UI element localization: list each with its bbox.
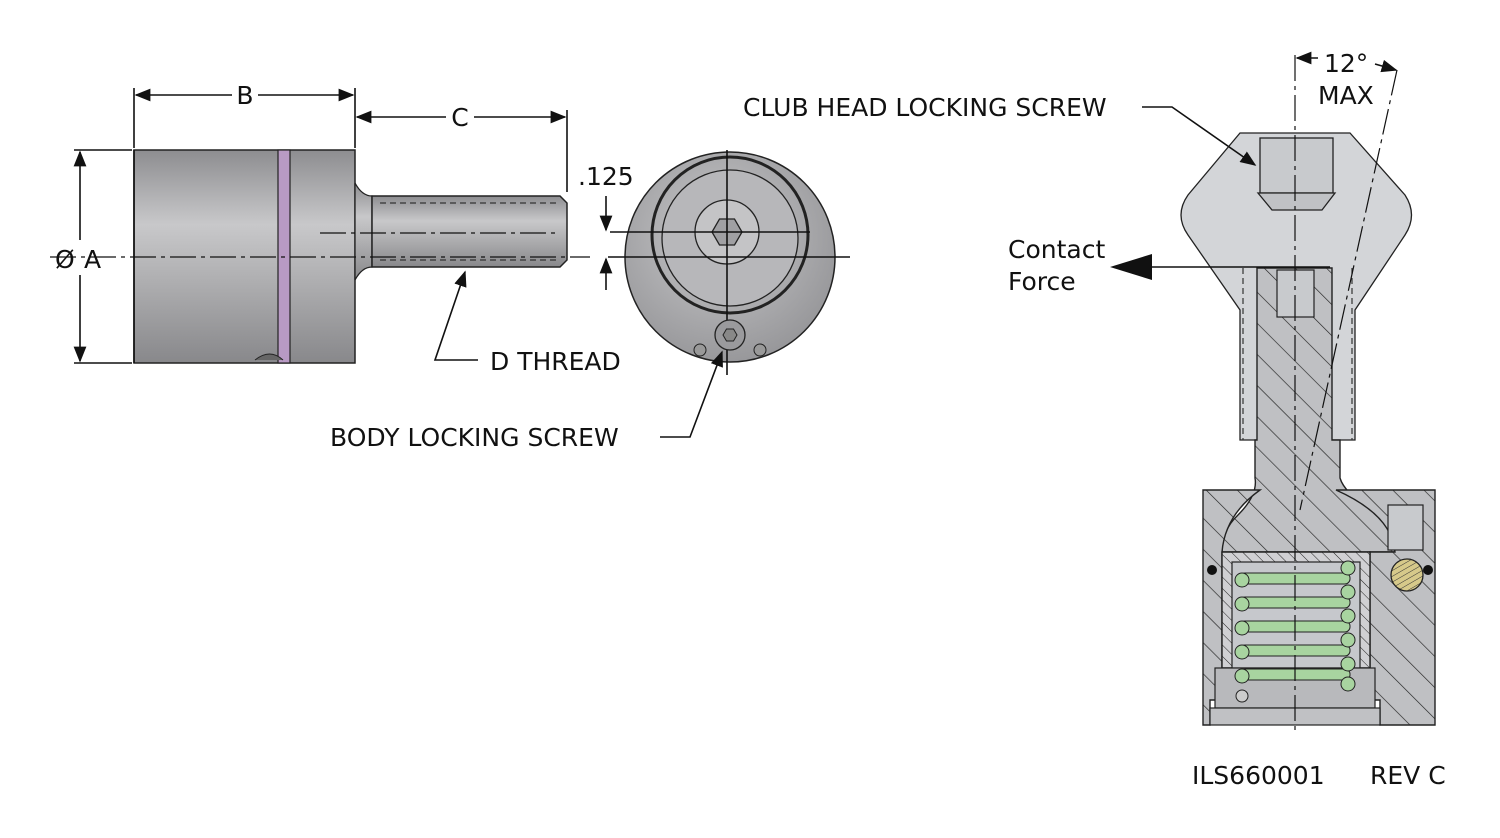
offset-dim-label: .125 xyxy=(578,162,634,191)
angle-max-label: MAX xyxy=(1318,81,1374,110)
end-view: .125 BODY LOCKING SCREW xyxy=(330,150,850,452)
tilt-centerline xyxy=(1299,69,1398,511)
spring xyxy=(1234,560,1356,703)
angle-value: 12° xyxy=(1324,49,1368,78)
dim-b-label: B xyxy=(236,81,253,110)
dim-c-label: C xyxy=(451,103,468,132)
contact-force-arrow-icon xyxy=(1110,254,1152,280)
part-number: ILS660001 xyxy=(1192,761,1325,790)
section-view: 12° MAX CLUB HEAD LOCKING SCREW Contact … xyxy=(743,49,1436,735)
d-thread-label: D THREAD xyxy=(490,347,621,376)
housing-left xyxy=(1202,489,1263,726)
body-locking-screw-label: BODY LOCKING SCREW xyxy=(330,423,619,452)
side-view: B C Ø A D THREAD xyxy=(50,81,621,376)
contact-force-label-line2: Force xyxy=(1008,267,1076,296)
diameter-symbol: Ø xyxy=(55,245,75,274)
detent-ball xyxy=(1390,558,1424,592)
body-screw-slot xyxy=(254,353,284,361)
revision: REV C xyxy=(1370,761,1446,790)
club-head-locking-screw-label: CLUB HEAD LOCKING SCREW xyxy=(743,93,1107,122)
threaded-shaft xyxy=(371,195,568,268)
dim-a-label: A xyxy=(84,245,101,274)
neck xyxy=(354,182,373,281)
contact-force-label-line1: Contact xyxy=(1008,235,1105,264)
